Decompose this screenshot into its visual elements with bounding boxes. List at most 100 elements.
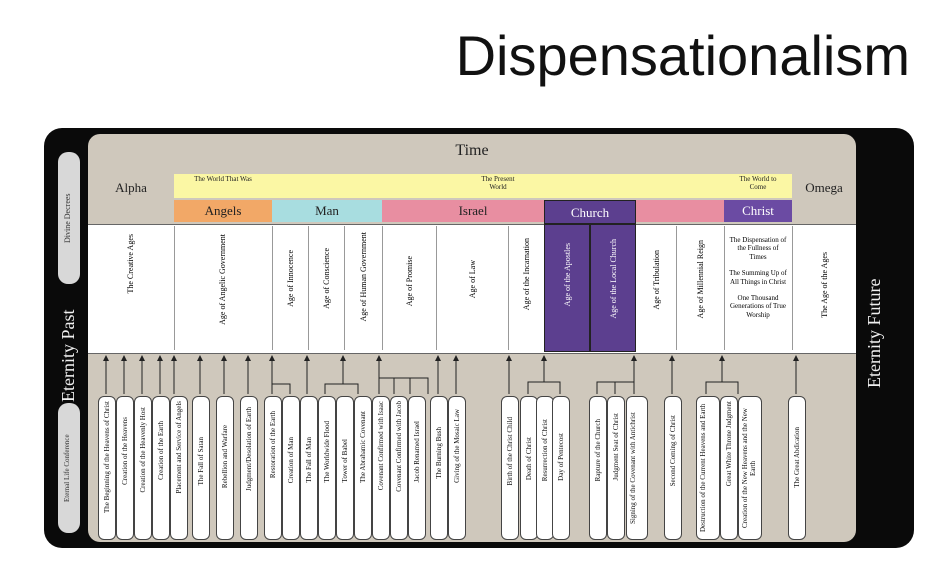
- event-pill: Tower of Babel: [336, 396, 354, 540]
- world-present: The Present World: [272, 174, 724, 198]
- event-pill: Signing of the Covenant with Antichrist: [626, 396, 648, 540]
- event-pill: Destruction of the Current Heavens and E…: [696, 396, 720, 540]
- group-church-label: Church: [570, 205, 610, 220]
- age-cell: Age of Tribulation: [636, 226, 677, 350]
- world-present-label: The Present World: [481, 175, 515, 191]
- divine-decrees-label: Divine Decrees: [63, 193, 72, 243]
- event-pill: Rebellion and Warfare: [216, 396, 234, 540]
- event-pill: Restoration of the Earth: [264, 396, 282, 540]
- event-pill: The Great Abdication: [788, 396, 806, 540]
- event-pill: Rapture of the Church: [589, 396, 607, 540]
- dispensation-chart: Divine Decrees Eternity Past Eternal Lif…: [44, 128, 914, 548]
- christ-age-text: The Summing Up of All Things in Christ: [729, 269, 787, 286]
- age-cell: Age of Millennial Reign: [676, 226, 725, 350]
- event-label: The Great Abdication: [793, 427, 801, 488]
- event-label: Birth of the Christ Child: [506, 417, 514, 486]
- event-label: The Abrahamic Covenant: [359, 411, 367, 483]
- event-label: Judgment/Desolation of Earth: [245, 407, 253, 491]
- group-christ: Christ: [724, 200, 792, 222]
- event-pill: The Fall of Man: [300, 396, 318, 540]
- age-cell: The Creative Ages: [88, 226, 175, 350]
- event-label: Giving of the Mosaic Law: [453, 409, 461, 483]
- group-angels-label: Angels: [204, 203, 242, 218]
- group-church: Church: [544, 200, 636, 224]
- event-label: Signing of the Covenant with Antichrist: [629, 412, 637, 524]
- group-israel-label: Israel: [458, 203, 488, 218]
- event-label: Rapture of the Church: [594, 419, 602, 482]
- group-man-label: Man: [315, 203, 339, 218]
- age-cell: Age of Conscience: [308, 226, 345, 350]
- ages-row: [88, 224, 856, 354]
- event-label: Jacob Renamed Israel: [413, 421, 421, 483]
- time-label: Time: [455, 142, 489, 159]
- event-pill: Judgment Seat of Christ: [607, 396, 625, 540]
- world-that-was: The World That Was: [174, 174, 272, 198]
- event-pill: Great White Throne Judgment: [720, 396, 738, 540]
- event-label: Covenant Confirmed with Jacob: [395, 401, 403, 492]
- event-label: Covenant Confirmed with Isaac: [377, 401, 385, 491]
- event-pill: Jacob Renamed Israel: [408, 396, 426, 540]
- event-pill: Covenant Confirmed with Isaac: [372, 396, 390, 540]
- age-cell: Age of Human Government: [344, 226, 383, 350]
- event-label: Resurrection of Christ: [541, 419, 549, 482]
- event-label: Creation of the New Heavens and the New …: [741, 408, 757, 528]
- event-label: The Beginning of the Heavens of Christ: [103, 401, 111, 513]
- event-label: Creation of the Earth: [157, 421, 165, 480]
- age-cell: Age of the Apostles: [544, 224, 590, 352]
- event-label: Placement and Service of Angels: [175, 401, 183, 494]
- eternity-past-label: Eternity Past: [58, 309, 78, 403]
- event-label: Second Coming of Christ: [669, 415, 677, 487]
- event-pill: Judgment/Desolation of Earth: [240, 396, 258, 540]
- event-label: The Fall of Satan: [197, 437, 205, 486]
- eternity-future-label: Eternity Future: [864, 278, 884, 388]
- event-pill: Day of Pentecost: [552, 396, 570, 540]
- group-man: Man: [272, 200, 382, 222]
- event-label: The Worldwide Flood: [323, 421, 331, 483]
- page-title: Dispensationalism: [455, 24, 910, 87]
- event-arrows: [103, 355, 799, 394]
- age-cell: Age of Innocence: [272, 226, 309, 350]
- event-pill: Creation of the Heavenly Host: [134, 396, 152, 540]
- event-pill: Placement and Service of Angels: [170, 396, 188, 540]
- world-to-come: The World to Come: [724, 174, 792, 198]
- event-label: The Burning Bush: [435, 427, 443, 479]
- christ-age-text: The Dispensation of the Fullness of Time…: [729, 236, 787, 261]
- event-pill: Creation of the New Heavens and the New …: [738, 396, 762, 540]
- event-label: Judgment Seat of Christ: [612, 413, 620, 481]
- eternal-life-conference-pill: Eternal Life Conference: [58, 403, 80, 533]
- omega-label: Omega: [805, 180, 843, 195]
- christ-age-text: One Thousand Generations of True Worship: [730, 293, 786, 319]
- group-angels: Angels: [174, 200, 272, 222]
- alpha-label: Alpha: [115, 180, 147, 195]
- event-pill: Creation of the Heavens: [116, 396, 134, 540]
- event-label: Creation of the Heavens: [121, 417, 129, 485]
- event-pill: Giving of the Mosaic Law: [448, 396, 466, 540]
- event-label: Destruction of the Current Heavens and E…: [699, 403, 707, 533]
- age-cell: Age of Angelic Government: [174, 226, 273, 350]
- divine-decrees-pill: Divine Decrees: [58, 152, 80, 284]
- event-pill: Creation of the Earth: [152, 396, 170, 540]
- event-label: Creation of Man: [287, 437, 295, 484]
- age-cell: Age of Promise: [382, 226, 437, 350]
- event-label: Great White Throne Judgment: [725, 401, 733, 487]
- eternal-life-conference-label: Eternal Life Conference: [63, 434, 71, 502]
- event-pill: Birth of the Christ Child: [501, 396, 519, 540]
- event-pill: The Beginning of the Heavens of Christ: [98, 396, 116, 540]
- world-that-was-label: The World That Was: [194, 175, 252, 183]
- event-pill: The Worldwide Flood: [318, 396, 336, 540]
- event-label: Creation of the Heavenly Host: [139, 407, 147, 493]
- event-label: Restoration of the Earth: [269, 411, 277, 479]
- world-to-come-label: The World to Come: [739, 175, 777, 191]
- event-label: The Fall of Man: [305, 437, 313, 483]
- event-pill: The Burning Bush: [430, 396, 448, 540]
- timeline-panel: Time Alpha Omega The World That Was The …: [88, 134, 856, 542]
- event-pill: Creation of Man: [282, 396, 300, 540]
- event-pill: Second Coming of Christ: [664, 396, 682, 540]
- event-label: Tower of Babel: [341, 439, 349, 483]
- event-pill: The Fall of Satan: [192, 396, 210, 540]
- christ-ages-cell: The Dispensation of the Fullness of Time…: [724, 226, 793, 350]
- event-label: Death of Christ: [525, 437, 533, 481]
- age-cell: Age of the Local Church: [590, 224, 636, 352]
- group-christ-label: Christ: [742, 203, 774, 218]
- age-cell: Age of Law: [436, 226, 509, 350]
